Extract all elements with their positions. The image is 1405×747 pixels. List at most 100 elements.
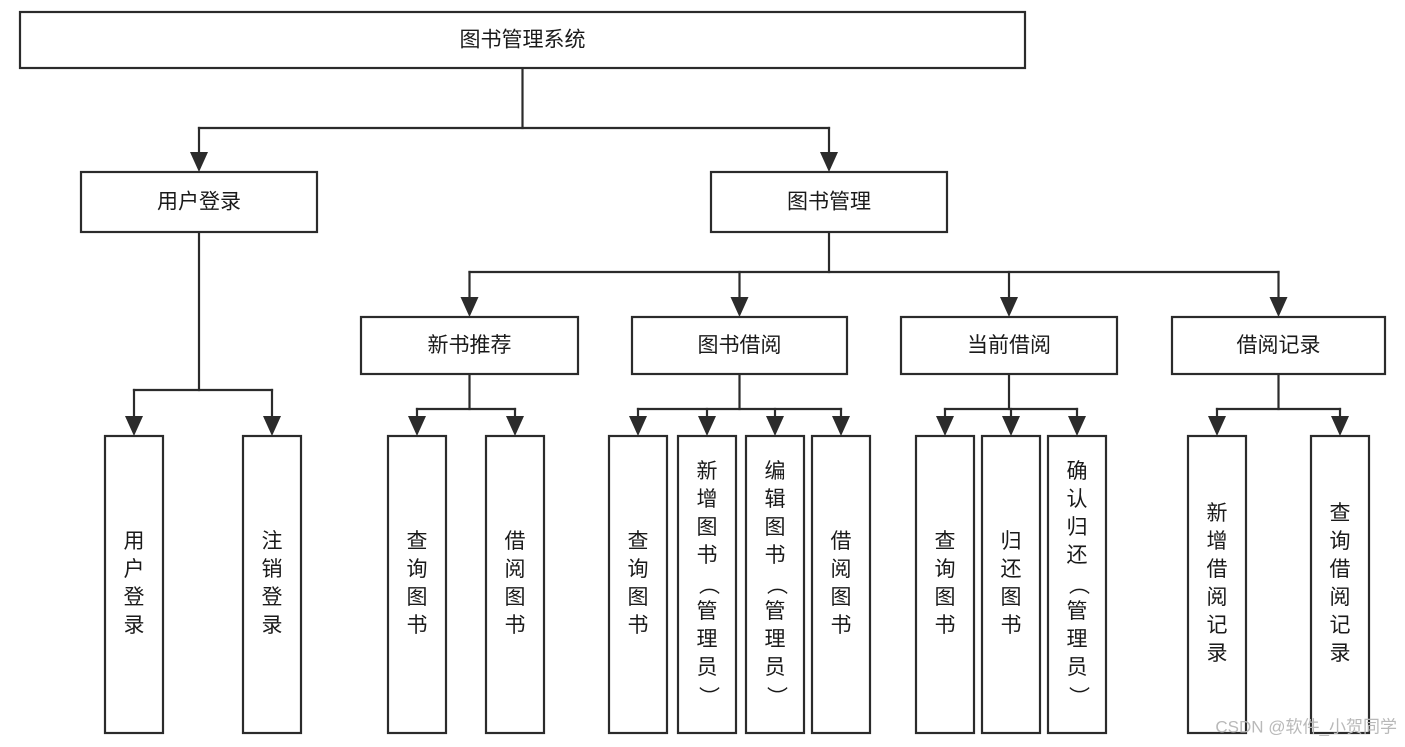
arrow-head-icon [1068, 416, 1086, 436]
node-label-char: 图 [935, 586, 956, 609]
node-label-char: 录 [1207, 642, 1228, 665]
node-box [709, 170, 949, 234]
node-leaf-归还图书[interactable]: 归还图书归还图书 [980, 434, 1042, 735]
arrow-head-icon [408, 416, 426, 436]
node-label-char: 管 [1067, 600, 1088, 623]
node-label: 图书管理系统 [460, 29, 586, 52]
node-leaf-查询借阅记录[interactable]: 查询借阅记录查询借阅记录 [1309, 434, 1371, 735]
csdn-watermark: CSDN @软件_小贺同学 [1215, 717, 1397, 736]
node-l3-借阅记录[interactable]: 借阅记录 [1170, 315, 1387, 376]
node-label-char: 图 [505, 586, 526, 609]
arrow-head-icon [1331, 416, 1349, 436]
node-box [980, 434, 1042, 735]
node-label-char: 登 [124, 586, 145, 609]
arrow-head-icon [263, 416, 281, 436]
node-box [103, 434, 165, 735]
arrow-head-icon [1002, 416, 1020, 436]
node-label-char: 编 [765, 460, 786, 483]
node-box [676, 434, 738, 735]
node-l2-图书管理[interactable]: 图书管理 [709, 170, 949, 234]
node-label-char: 书 [697, 544, 718, 567]
node-leaf-查询图书[interactable]: 查询图书查询图书 [914, 434, 976, 735]
node-label-char: 查 [628, 530, 649, 553]
node-label: 借阅记录 [1237, 334, 1321, 357]
node-label-char: ） [696, 686, 719, 707]
node-box [1170, 315, 1387, 376]
arrow-head-icon [629, 416, 647, 436]
node-label-char: 还 [1067, 544, 1088, 567]
node-label-char: （ [1066, 574, 1089, 595]
node-leaf-查询图书[interactable]: 查询图书查询图书 [386, 434, 448, 735]
connector-group [1208, 372, 1349, 436]
node-leaf-注销登录[interactable]: 注销登录注销登录 [241, 434, 303, 735]
node-label-char: 询 [628, 558, 649, 581]
node-label-char: 注 [262, 530, 283, 553]
node-box [1046, 434, 1108, 735]
node-label-char: 书 [935, 614, 956, 637]
node-label: 图书借阅 [698, 334, 782, 357]
node-l3-当前借阅[interactable]: 当前借阅 [899, 315, 1119, 376]
node-label-char: 认 [1067, 488, 1088, 511]
node-label-char: 记 [1207, 614, 1228, 637]
arrow-head-icon [1269, 297, 1288, 317]
node-label-char: 书 [831, 614, 852, 637]
node-label-char: 录 [1330, 642, 1351, 665]
connector-group [629, 372, 850, 436]
node-label-char: 图 [765, 516, 786, 539]
node-label-char: 询 [1330, 530, 1351, 553]
node-label-char: （ [764, 574, 787, 595]
arrow-head-icon [698, 416, 716, 436]
node-label-char: 录 [124, 614, 145, 637]
node-root-图书管理系统[interactable]: 图书管理系统 [18, 10, 1027, 70]
node-label-char: 理 [1067, 628, 1088, 651]
node-label-char: 查 [407, 530, 428, 553]
node-label-char: 销 [262, 558, 283, 581]
node-label-char: 借 [1330, 558, 1351, 581]
connector-group [460, 230, 1288, 317]
node-label-char: 图 [831, 586, 852, 609]
node-label-char: 书 [505, 614, 526, 637]
node-label-char: 员 [1067, 656, 1088, 679]
node-box [607, 434, 669, 735]
node-box [359, 315, 580, 376]
node-label-char: 理 [697, 628, 718, 651]
node-box [914, 434, 976, 735]
node-label-char: 查 [935, 530, 956, 553]
node-label-char: 新 [697, 460, 718, 483]
node-label-char: 阅 [505, 558, 526, 581]
node-leaf-查询图书[interactable]: 查询图书查询图书 [607, 434, 669, 735]
node-label-char: 记 [1330, 614, 1351, 637]
connector-group [936, 372, 1086, 436]
arrow-head-icon [936, 416, 954, 436]
node-box [18, 10, 1027, 70]
node-leaf-新增借阅记录[interactable]: 新增借阅记录新增借阅记录 [1186, 434, 1248, 735]
node-label: 新书推荐 [428, 334, 512, 357]
node-leaf-借阅图书[interactable]: 借阅图书借阅图书 [484, 434, 546, 735]
arrow-head-icon [730, 297, 749, 317]
arrow-head-icon [1208, 416, 1226, 436]
node-box [810, 434, 872, 735]
node-l2-用户登录[interactable]: 用户登录 [79, 170, 319, 234]
node-box [1186, 434, 1248, 735]
node-label-char: 询 [407, 558, 428, 581]
node-leaf-用户登录[interactable]: 用户登录用户登录 [103, 434, 165, 735]
node-label-char: 归 [1067, 516, 1088, 539]
node-leaf-借阅图书[interactable]: 借阅图书借阅图书 [810, 434, 872, 735]
node-label: 用户登录 [157, 191, 241, 214]
node-l3-新书推荐[interactable]: 新书推荐 [359, 315, 580, 376]
node-box [79, 170, 319, 234]
node-label-char: 阅 [1330, 586, 1351, 609]
node-label-char: 用 [124, 530, 145, 553]
node-l3-图书借阅[interactable]: 图书借阅 [630, 315, 849, 376]
node-label-char: 员 [765, 656, 786, 679]
node-label-char: 登 [262, 586, 283, 609]
node-label-char: 借 [831, 530, 852, 553]
connector-group [125, 230, 281, 436]
arrow-head-icon [1000, 297, 1018, 317]
node-label-char: 户 [124, 558, 145, 581]
node-label-char: 录 [262, 614, 283, 637]
node-label-char: 阅 [1207, 586, 1228, 609]
